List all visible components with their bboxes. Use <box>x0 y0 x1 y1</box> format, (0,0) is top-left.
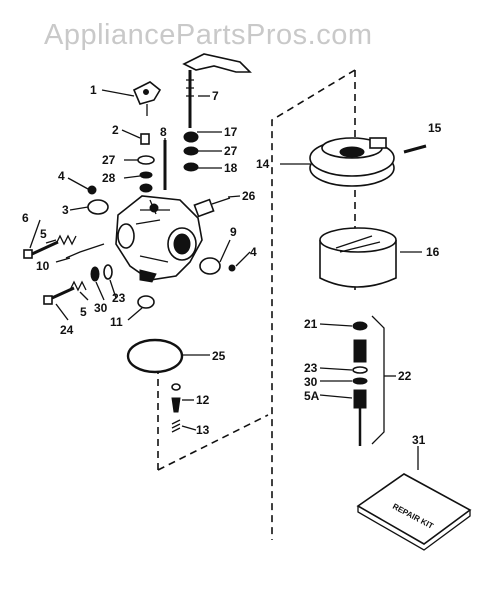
part-14-float <box>309 137 395 187</box>
part-5-spring <box>55 234 77 246</box>
callout-8: 8 <box>160 125 167 139</box>
callout-23-left: 23 <box>112 291 126 305</box>
callout-18: 18 <box>224 161 238 175</box>
callout-14: 14 <box>256 157 270 171</box>
part-13-clip <box>171 419 181 433</box>
part-17-seal <box>183 131 199 143</box>
part-23-washer <box>103 264 113 280</box>
callout-15: 15 <box>428 121 442 135</box>
part-7-choke-shaft <box>182 53 252 128</box>
part-18-seal <box>183 162 199 172</box>
callout-11: 11 <box>110 315 123 329</box>
part-22-bracket <box>371 315 385 445</box>
part-11-gasket <box>137 295 155 309</box>
part-seal-left <box>139 183 153 193</box>
callout-labels: 1 2 3 4 4 5 5 5A 6 7 8 9 10 11 12 13 14 … <box>22 83 442 447</box>
callout-7: 7 <box>212 89 219 103</box>
callout-26: 26 <box>242 189 256 203</box>
callout-24: 24 <box>60 323 74 337</box>
part-12-seat <box>171 383 181 391</box>
part-26-fitting <box>193 197 231 218</box>
callout-9: 9 <box>230 225 237 239</box>
callout-25: 25 <box>212 349 226 363</box>
callout-3: 3 <box>62 203 69 217</box>
callout-27-right: 27 <box>224 144 238 158</box>
part-24-needle <box>43 286 75 305</box>
part-10-shaft <box>65 243 105 259</box>
callout-2: 2 <box>112 123 119 137</box>
part-5-spring-lower <box>69 280 87 292</box>
carburetor-body <box>115 195 203 283</box>
part-3-plate <box>87 199 109 215</box>
callout-5-lower: 5 <box>80 305 87 319</box>
callout-30-right: 30 <box>304 375 318 389</box>
part-15-pin <box>403 144 427 154</box>
leader-lines <box>29 89 422 470</box>
part-6-screw <box>23 240 59 259</box>
callout-22: 22 <box>398 369 412 383</box>
callout-27-left: 27 <box>102 153 116 167</box>
part-27-washer <box>137 155 155 165</box>
part-2-screw <box>140 133 150 145</box>
callout-23-right: 23 <box>304 361 318 375</box>
part-31-repair-kit: REPAIR KIT <box>356 473 472 551</box>
callout-4-left: 4 <box>58 169 65 183</box>
part-1-throttle-bracket <box>132 81 162 116</box>
callout-13: 13 <box>196 423 210 437</box>
part-9-cap <box>199 257 221 275</box>
callout-10: 10 <box>36 259 50 273</box>
callout-31: 31 <box>412 433 426 447</box>
part-22-main-jet-assembly <box>352 321 368 446</box>
part-25-gasket-ring <box>126 338 184 374</box>
part-4-screw-right <box>228 264 236 272</box>
callout-1: 1 <box>90 83 97 97</box>
callout-5-upper: 5 <box>40 227 47 241</box>
callout-21: 21 <box>304 317 318 331</box>
callout-30-left: 30 <box>94 301 108 315</box>
watermark: AppliancePartsPros.com <box>44 19 373 51</box>
callout-5A: 5A <box>304 389 320 403</box>
part-28-seal <box>139 171 153 179</box>
callout-4-right: 4 <box>250 245 257 259</box>
callout-6: 6 <box>22 211 29 225</box>
part-4-screw-left <box>87 185 97 195</box>
callout-12: 12 <box>196 393 210 407</box>
part-12-needle <box>171 397 181 413</box>
callout-28: 28 <box>102 171 116 185</box>
part-16-float-bowl <box>319 227 397 288</box>
callout-16: 16 <box>426 245 440 259</box>
part-30-seal <box>90 266 100 282</box>
part-27-seal-right <box>183 146 199 156</box>
callout-17: 17 <box>224 125 238 139</box>
